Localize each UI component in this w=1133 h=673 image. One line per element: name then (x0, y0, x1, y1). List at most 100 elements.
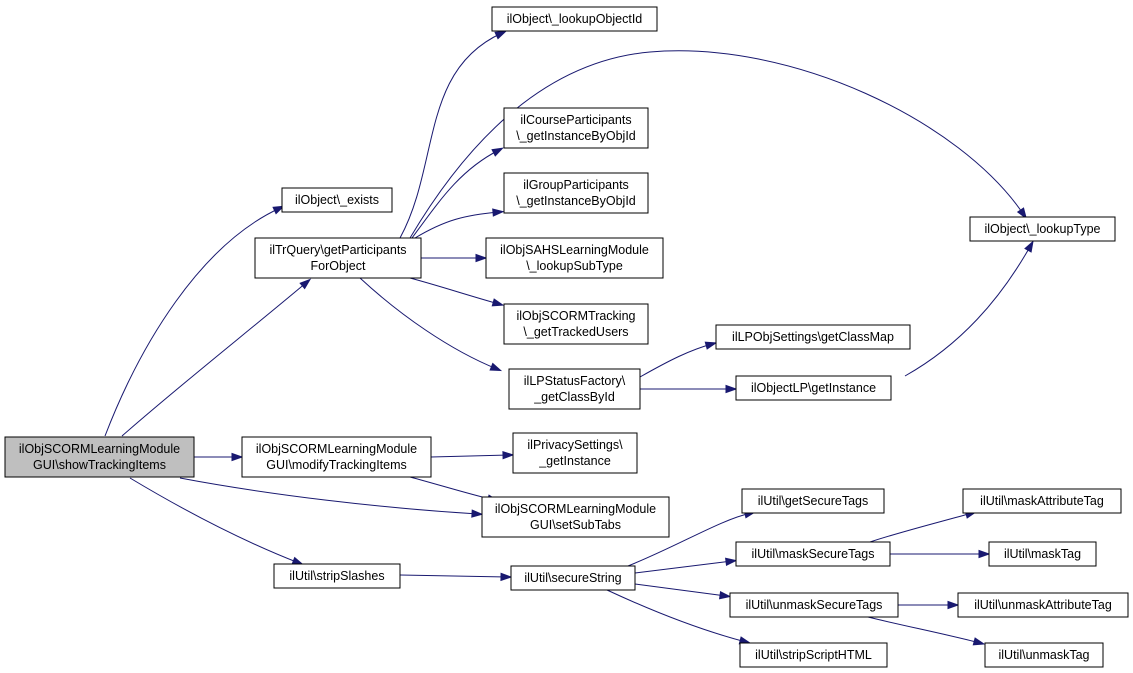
node-box (715, 324, 911, 350)
edge-maskSecureTags-to-maskAttr (869, 510, 978, 543)
node-sahs[interactable]: ilObjSAHSLearningModule\_lookupSubType (485, 237, 664, 279)
arrowhead (489, 362, 503, 372)
node-box (510, 565, 636, 591)
node-maskTag[interactable]: ilUtil\maskTag (988, 541, 1097, 567)
edge-trquery-to-tracking (409, 277, 505, 307)
node-label: ilCourseParticipants (520, 113, 631, 127)
node-box (984, 642, 1104, 668)
node-label: ilTrQuery\getParticipants (269, 243, 406, 257)
arrowhead (725, 384, 738, 394)
edge-root-to-exists (104, 205, 286, 437)
node-label: ilObjSCORMLearningModule (495, 502, 656, 516)
node-label: ilObject\_lookupObjectId (507, 12, 643, 26)
node-classMap[interactable]: ilLPObjSettings\getClassMap (715, 324, 911, 350)
node-modify[interactable]: ilObjSCORMLearningModuleGUI\modifyTracki… (241, 436, 432, 478)
node-label: ilUtil\stripScriptHTML (755, 648, 872, 662)
edge-line (399, 32, 503, 239)
node-stripScript[interactable]: ilUtil\stripScriptHTML (739, 642, 888, 668)
node-stripSlashes[interactable]: ilUtil\stripSlashes (273, 563, 401, 589)
node-objectLP[interactable]: ilObjectLP\getInstance (735, 375, 892, 401)
edge-line (129, 477, 300, 564)
node-box (988, 541, 1097, 567)
node-box (969, 216, 1116, 242)
node-box (962, 488, 1122, 514)
node-label: ilUtil\unmaskSecureTags (746, 598, 883, 612)
arrowhead (972, 637, 986, 646)
node-course[interactable]: ilCourseParticipants\_getInstanceByObjId (503, 107, 649, 149)
node-box (735, 375, 892, 401)
arrowhead (231, 452, 244, 462)
edge-line (409, 50, 1025, 239)
node-box (481, 496, 670, 538)
node-lookupType[interactable]: ilObject\_lookupType (969, 216, 1116, 242)
node-label: ilObjSCORMLearningModule (256, 442, 417, 456)
arrowhead (1024, 240, 1034, 253)
node-privacy[interactable]: ilPrivacySettings\_getInstance (512, 432, 638, 474)
node-secureString[interactable]: ilUtil\secureString (510, 565, 636, 591)
arrowhead (704, 341, 718, 350)
node-box (503, 107, 649, 149)
node-label: _getClassById (533, 390, 615, 404)
node-label: ilGroupParticipants (523, 178, 629, 192)
node-unmaskSecureTags[interactable]: ilUtil\unmaskSecureTags (729, 592, 899, 618)
edge-line (409, 476, 495, 501)
edge-line (634, 560, 733, 574)
arrowhead (502, 450, 515, 460)
node-getSecureTags[interactable]: ilUtil\getSecureTags (741, 488, 885, 514)
node-box (254, 237, 422, 279)
node-label: ilUtil\secureString (524, 571, 621, 585)
node-maskSecureTags[interactable]: ilUtil\maskSecureTags (735, 541, 891, 567)
edge-line (867, 616, 981, 644)
node-box (729, 592, 899, 618)
node-label: ilUtil\maskAttributeTag (980, 494, 1104, 508)
edge-unmaskSecureTags-to-unmaskTag (867, 616, 986, 646)
node-box (503, 303, 649, 345)
arrowhead (719, 590, 732, 600)
edge-root-to-stripSlashes (129, 477, 305, 566)
arrowhead (475, 253, 488, 263)
arrowhead (500, 572, 513, 582)
node-label: ilPrivacySettings\ (527, 438, 623, 452)
node-group[interactable]: ilGroupParticipants\_getInstanceByObjId (503, 172, 649, 214)
edge-objectLP-to-lookupType (904, 240, 1034, 377)
edge-unmaskSecureTags-to-unmaskAttr (898, 600, 960, 610)
node-box (735, 541, 891, 567)
node-label: ilUtil\unmaskTag (998, 648, 1089, 662)
edge-secureString-to-maskSecureTags (634, 557, 738, 574)
node-label: ilUtil\unmaskAttributeTag (974, 598, 1112, 612)
node-tracking[interactable]: ilObjSCORMTracking\_getTrackedUsers (503, 303, 649, 345)
node-box (4, 436, 195, 478)
node-box (273, 563, 401, 589)
edge-line (627, 512, 752, 567)
node-exists[interactable]: ilObject\_exists (281, 187, 393, 213)
node-label: \_lookupSubType (526, 259, 623, 273)
node-unmaskTag[interactable]: ilUtil\unmaskTag (984, 642, 1104, 668)
node-label: ilObject\_lookupType (984, 222, 1100, 236)
edge-line (411, 149, 500, 239)
node-box (503, 172, 649, 214)
node-box (512, 432, 638, 474)
node-maskAttr[interactable]: ilUtil\maskAttributeTag (962, 488, 1122, 514)
edge-line (409, 277, 500, 305)
edge-line (399, 574, 508, 578)
edge-trquery-to-sahs (421, 253, 488, 263)
arrowhead (492, 208, 505, 217)
edge-line (606, 589, 747, 643)
node-box (491, 6, 658, 32)
edge-line (104, 207, 281, 437)
node-statusFactory[interactable]: ilLPStatusFactory\_getClassById (508, 368, 641, 410)
arrowhead (494, 30, 508, 40)
node-unmaskAttr[interactable]: ilUtil\unmaskAttributeTag (957, 592, 1129, 618)
arrowhead (491, 147, 504, 157)
edge-line (179, 477, 479, 515)
edge-root-to-subTabs (179, 477, 484, 518)
arrowhead (1016, 207, 1028, 220)
node-label: ilUtil\maskTag (1004, 547, 1081, 561)
node-lookupObjectId[interactable]: ilObject\_lookupObjectId (491, 6, 658, 32)
node-box (957, 592, 1129, 618)
node-root[interactable]: ilObjSCORMLearningModuleGUI\showTracking… (4, 436, 195, 478)
edge-line (634, 583, 727, 597)
edge-secureString-to-unmaskSecureTags (634, 583, 732, 600)
